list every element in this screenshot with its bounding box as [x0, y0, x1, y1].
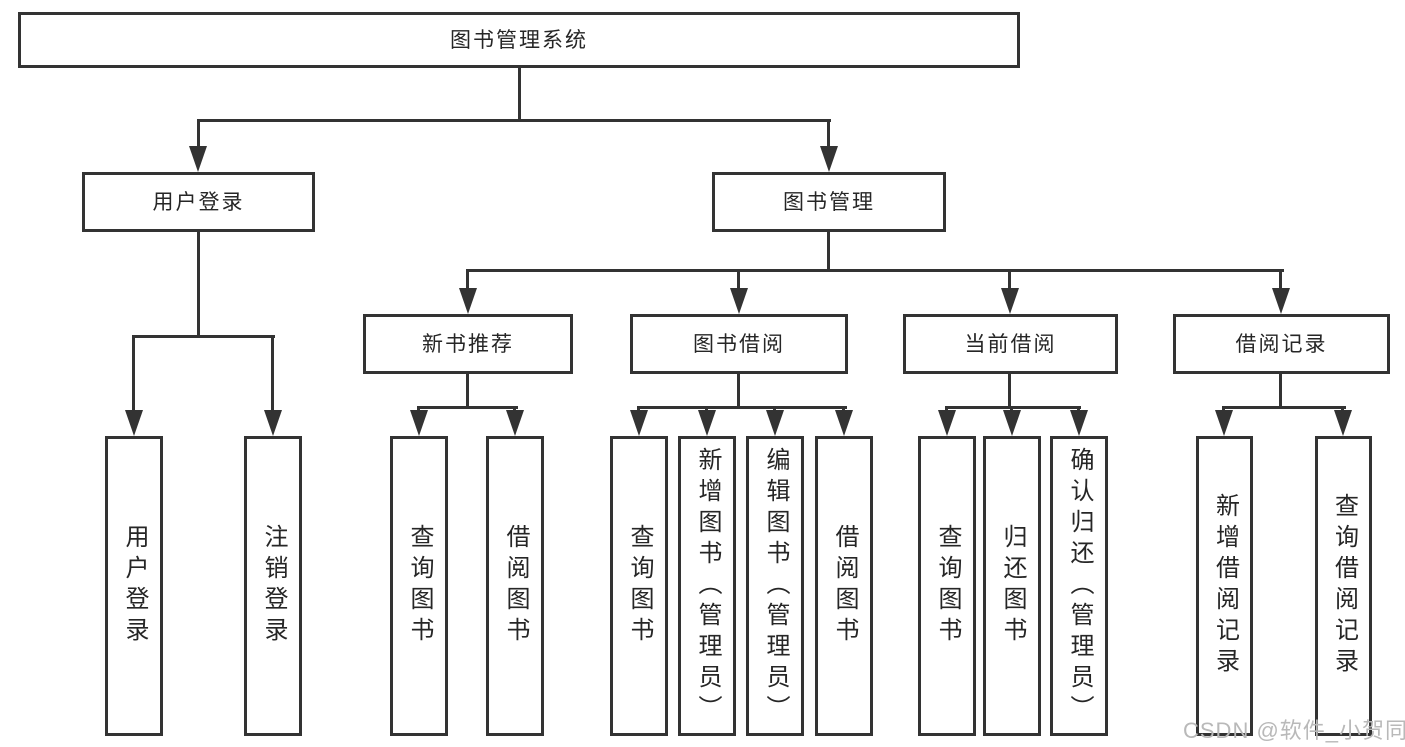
connector-line	[197, 119, 200, 151]
node-user-login: 用户登录	[82, 172, 315, 232]
node-root-label: 图书管理系统	[450, 28, 588, 52]
connector-line	[466, 269, 1284, 272]
node-book-borrow: 图书借阅	[630, 314, 848, 374]
leaf-borrow-book: 借阅图书	[815, 436, 873, 736]
connector-line	[827, 119, 830, 151]
connector-line	[132, 335, 275, 338]
connector-line	[1222, 406, 1346, 409]
connector-line	[1279, 373, 1282, 409]
leaf-return-book: 归还图书	[983, 436, 1041, 736]
arrow-down-icon	[938, 410, 956, 436]
connector-line	[132, 335, 135, 413]
connector-line	[466, 373, 469, 409]
leaf-confirm-return-admin: 确认归还（管理员）	[1050, 436, 1108, 736]
node-book-management: 图书管理	[712, 172, 946, 232]
leaf-logout-label: 注销登录	[260, 524, 287, 648]
connector-line	[1008, 269, 1011, 291]
leaf-borrow-book-label: 借阅图书	[831, 524, 858, 648]
node-borrow-records-label: 借阅记录	[1235, 332, 1328, 356]
arrow-down-icon	[766, 410, 784, 436]
connector-line	[1008, 373, 1011, 409]
connector-line	[197, 232, 200, 338]
arrow-down-icon	[1272, 288, 1290, 314]
leaf-add-book-admin: 新增图书（管理员）	[678, 436, 736, 736]
arrow-down-icon	[730, 288, 748, 314]
node-book-borrow-label: 图书借阅	[693, 332, 785, 356]
leaf-confirm-return-admin-label: 确认归还（管理员）	[1066, 446, 1093, 726]
connector-line	[271, 335, 274, 413]
leaf-query-borrow-record-label: 查询借阅记录	[1330, 493, 1358, 679]
arrow-down-icon	[264, 410, 282, 436]
arrow-down-icon	[1334, 410, 1352, 436]
leaf-return-book-label: 归还图书	[999, 524, 1026, 648]
node-new-book-recommend: 新书推荐	[363, 314, 573, 374]
arrow-down-icon	[630, 410, 648, 436]
connector-line	[417, 406, 518, 409]
leaf-query-book-borrow-label: 查询图书	[626, 524, 653, 648]
leaf-logout: 注销登录	[244, 436, 302, 736]
node-borrow-records: 借阅记录	[1173, 314, 1390, 374]
arrow-down-icon	[820, 146, 838, 172]
leaf-add-borrow-record: 新增借阅记录	[1196, 436, 1253, 736]
arrow-down-icon	[1001, 288, 1019, 314]
connector-line	[197, 119, 831, 122]
connector-line	[1279, 269, 1282, 291]
node-root: 图书管理系统	[18, 12, 1020, 68]
leaf-query-book-current-label: 查询图书	[934, 524, 961, 648]
connector-line	[637, 406, 847, 409]
leaf-query-book-recommend: 查询图书	[390, 436, 448, 736]
connector-line	[737, 269, 740, 291]
leaf-add-book-admin-label: 新增图书（管理员）	[694, 446, 721, 726]
arrow-down-icon	[125, 410, 143, 436]
arrow-down-icon	[459, 288, 477, 314]
leaf-borrow-book-recommend-label: 借阅图书	[502, 524, 529, 648]
leaf-add-borrow-record-label: 新增借阅记录	[1211, 493, 1239, 679]
arrow-down-icon	[835, 410, 853, 436]
arrow-down-icon	[506, 410, 524, 436]
csdn-watermark: CSDN @软件_小贺同学	[1183, 718, 1405, 743]
arrow-down-icon	[1215, 410, 1233, 436]
connector-line	[827, 232, 830, 272]
arrow-down-icon	[410, 410, 428, 436]
node-user-login-label: 用户登录	[152, 190, 245, 214]
arrow-down-icon	[189, 146, 207, 172]
connector-line	[466, 269, 469, 291]
leaf-query-book-current: 查询图书	[918, 436, 976, 736]
leaf-query-book-recommend-label: 查询图书	[406, 524, 433, 648]
arrow-down-icon	[1070, 410, 1088, 436]
node-book-management-label: 图书管理	[783, 190, 875, 214]
leaf-user-login: 用户登录	[105, 436, 163, 736]
node-current-borrow: 当前借阅	[903, 314, 1118, 374]
connector-line	[518, 68, 521, 122]
leaf-edit-book-admin-label: 编辑图书（管理员）	[762, 446, 789, 726]
connector-line	[945, 406, 1081, 409]
leaf-user-login-label: 用户登录	[121, 524, 148, 648]
leaf-borrow-book-recommend: 借阅图书	[486, 436, 544, 736]
leaf-query-book-borrow: 查询图书	[610, 436, 668, 736]
arrow-down-icon	[1003, 410, 1021, 436]
connector-line	[737, 373, 740, 409]
arrow-down-icon	[698, 410, 716, 436]
node-new-book-recommend-label: 新书推荐	[422, 332, 514, 356]
leaf-query-borrow-record: 查询借阅记录	[1315, 436, 1372, 736]
leaf-edit-book-admin: 编辑图书（管理员）	[746, 436, 804, 736]
node-current-borrow-label: 当前借阅	[964, 332, 1057, 356]
